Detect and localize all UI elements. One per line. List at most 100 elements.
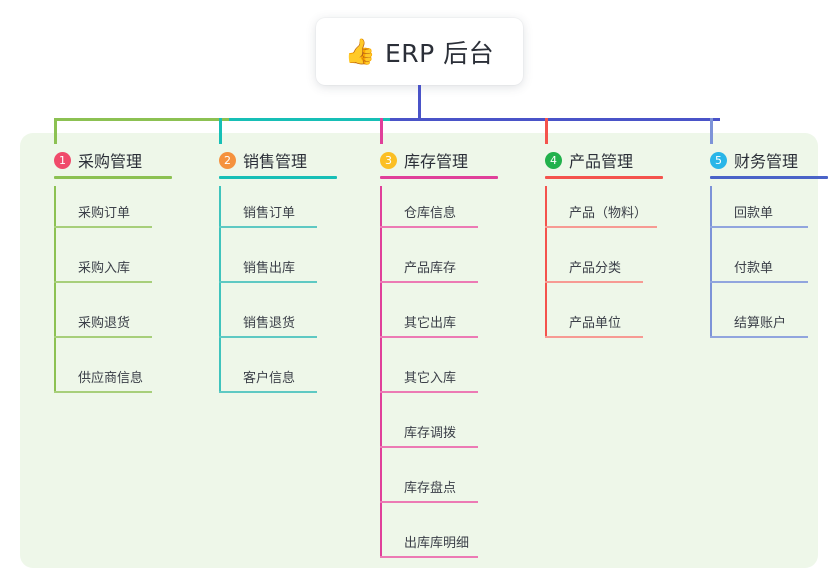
leaf-spine-connector [54,186,56,393]
leaf-rule [710,336,808,338]
leaf-label: 销售退货 [243,316,296,331]
column-1: 1 采购管理采购订单采购入库采购退货供应商信息 [36,144,196,406]
leaf-item[interactable]: 供应商信息 [54,351,196,406]
leaf-item[interactable]: 库存盘点 [380,461,522,516]
leaf-item[interactable]: 客户信息 [219,351,361,406]
leaf-item[interactable]: 产品分类 [545,241,687,296]
leaf-item[interactable]: 出库库明细 [380,516,522,571]
leaf-label: 回款单 [734,206,774,221]
root-node[interactable]: 👍 ERP 后台 [316,18,523,85]
root-stem-connector [418,85,421,121]
leaf-spine-connector [710,186,712,338]
leaf-rule [380,556,478,558]
leaf-label: 客户信息 [243,371,296,386]
leaf-rule [545,336,643,338]
leaf-rule [545,281,643,283]
leaf-rule [219,226,317,228]
leaf-rule [54,336,152,338]
drop-connector-1 [54,118,57,144]
leaf-rule [380,391,478,393]
leaf-item[interactable]: 库存调拨 [380,406,522,461]
column-header-rule [219,176,337,179]
leaf-label: 销售出库 [243,261,296,276]
column-number-badge: 4 [545,151,562,169]
column-header-rule [380,176,498,179]
leaf-rule [545,226,657,228]
leaf-item[interactable]: 销售退货 [219,296,361,351]
leaf-item[interactable]: 其它出库 [380,296,522,351]
leaf-rule [54,226,152,228]
column-title: 产品管理 [569,152,634,171]
leaf-rule [219,391,317,393]
leaf-item[interactable]: 销售出库 [219,241,361,296]
column-5: 5 财务管理回款单付款单结算账户 [692,144,839,351]
column-title: 库存管理 [404,152,469,171]
leaf-rule [710,281,808,283]
leaf-label: 产品（物料） [569,206,648,221]
leaf-label: 采购退货 [78,316,131,331]
leaf-label: 其它出库 [404,316,457,331]
column-number-badge: 3 [380,151,397,169]
leaf-label: 结算账户 [734,316,787,331]
bus-segment-3 [390,118,720,121]
columns-panel [20,133,818,568]
column-4: 4 产品管理产品（物料） 产品分类产品单位 [527,144,687,351]
leaf-list: 销售订单销售出库销售退货客户信息 [201,186,361,406]
leaf-list: 采购订单采购入库采购退货供应商信息 [36,186,196,406]
column-header-4[interactable]: 4 产品管理 [527,144,687,179]
leaf-label: 产品单位 [569,316,622,331]
leaf-list: 仓库信息产品库存其它出库其它入库库存调拨库存盘点出库库明细 [362,186,522,571]
leaf-label: 采购订单 [78,206,131,221]
column-number-badge: 1 [54,151,71,169]
leaf-item[interactable]: 产品库存 [380,241,522,296]
column-header-3[interactable]: 3 库存管理 [362,144,522,179]
leaf-item[interactable]: 其它入库 [380,351,522,406]
leaf-list: 回款单付款单结算账户 [692,186,839,351]
leaf-label: 库存调拨 [404,426,457,441]
leaf-item[interactable]: 付款单 [710,241,839,296]
leaf-item[interactable]: 采购入库 [54,241,196,296]
leaf-item[interactable]: 结算账户 [710,296,839,351]
leaf-label: 出库库明细 [404,536,470,551]
leaf-item[interactable]: 仓库信息 [380,186,522,241]
leaf-item[interactable]: 回款单 [710,186,839,241]
leaf-item[interactable]: 产品单位 [545,296,687,351]
leaf-spine-connector [545,186,547,338]
drop-connector-3 [380,118,383,144]
leaf-label: 销售订单 [243,206,296,221]
leaf-item[interactable]: 销售订单 [219,186,361,241]
leaf-list: 产品（物料） 产品分类产品单位 [527,186,687,351]
leaf-rule [54,281,152,283]
drop-connector-5 [710,118,713,144]
column-number-badge: 5 [710,151,727,169]
column-3: 3 库存管理仓库信息产品库存其它出库其它入库库存调拨库存盘点出库库明细 [362,144,522,571]
drop-connector-2 [219,118,222,144]
leaf-rule [219,336,317,338]
column-header-1[interactable]: 1 采购管理 [36,144,196,179]
column-header-rule [710,176,828,179]
leaf-label: 产品分类 [569,261,622,276]
leaf-rule [54,391,152,393]
leaf-item[interactable]: 采购退货 [54,296,196,351]
column-title: 销售管理 [243,152,308,171]
leaf-label: 库存盘点 [404,481,457,496]
leaf-spine-connector [380,186,382,558]
column-header-rule [545,176,663,179]
column-header-5[interactable]: 5 财务管理 [692,144,839,179]
leaf-label: 采购入库 [78,261,131,276]
leaf-rule [380,336,478,338]
leaf-label: 供应商信息 [78,371,144,386]
leaf-label: 付款单 [734,261,774,276]
leaf-item[interactable]: 产品（物料） [545,186,687,241]
bus-segment-1 [54,118,229,121]
drop-connector-4 [545,118,548,144]
leaf-spine-connector [219,186,221,393]
leaf-item[interactable]: 采购订单 [54,186,196,241]
column-title: 财务管理 [734,152,799,171]
thumbs-up-icon: 👍 [344,37,376,66]
column-header-rule [54,176,172,179]
column-title: 采购管理 [78,152,143,171]
